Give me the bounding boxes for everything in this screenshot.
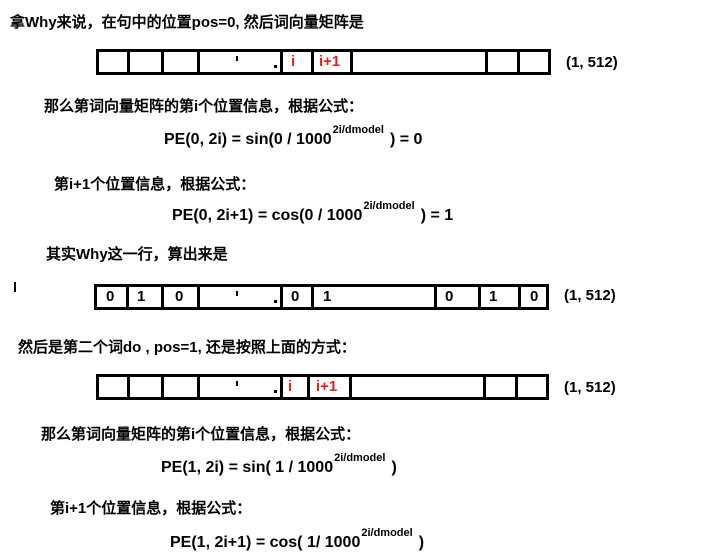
vector-value: 1 <box>323 288 332 305</box>
desc-even-position: 那么第词向量矩阵的第i个位置信息，根据公式： <box>44 98 364 115</box>
result-intro-text: 其实Why这一行，算出来是 <box>46 246 228 263</box>
formula-pe-0-2i: PE(0, 2i) = sin(0 / 10002i/dmodel) = 0 <box>164 124 423 148</box>
desc-odd-position-2: 第i+1个位置信息，根据公式： <box>50 500 252 517</box>
formula-exponent: 2i/dmodel <box>363 200 415 212</box>
cell-i1-label: i+1 <box>316 378 338 395</box>
cell-i-label: i <box>291 53 296 70</box>
stray-mark <box>14 282 16 292</box>
intro-text-pos1: 然后是第二个词do , pos=1, 还是按照上面的方式： <box>18 339 356 356</box>
word-vector-why-values: 0 1 0 0 1 0 1 0 <box>94 284 549 310</box>
word-vector-do: i i+1 <box>96 374 549 400</box>
vector-shape-label: (1, 512) <box>564 379 616 396</box>
desc-even-position-2: 那么第词向量矩阵的第i个位置信息，根据公式： <box>41 426 361 443</box>
formula-exponent: 2i/dmodel <box>361 527 413 539</box>
formula-exponent: 2i/dmodel <box>332 124 384 136</box>
cell-i1-label: i+1 <box>319 53 341 70</box>
vector-value: 1 <box>137 288 146 305</box>
vector-shape-label: (1, 512) <box>566 54 618 71</box>
vector-value: 0 <box>175 288 184 305</box>
vector-value: 0 <box>530 288 539 305</box>
formula-pe-1-2i: PE(1, 2i) = sin( 1 / 10002i/dmodel) <box>161 452 397 476</box>
formula-pe-1-2i1: PE(1, 2i+1) = cos( 1/ 10002i/dmodel) <box>170 527 425 551</box>
vector-value: 0 <box>291 288 300 305</box>
vector-shape-label: (1, 512) <box>564 287 616 304</box>
vector-value: 1 <box>489 288 498 305</box>
vector-value: 0 <box>445 288 454 305</box>
vector-value: 0 <box>106 288 115 305</box>
intro-text-pos0: 拿Why来说，在句中的位置pos=0, 然后词向量矩阵是 <box>10 14 364 31</box>
cell-i-label: i <box>288 378 293 395</box>
formula-exponent: 2i/dmodel <box>334 452 386 464</box>
desc-odd-position: 第i+1个位置信息，根据公式： <box>54 176 256 193</box>
word-vector-why: i i+1 <box>96 49 551 75</box>
formula-pe-0-2i1: PE(0, 2i+1) = cos(0 / 10002i/dmodel) = 1 <box>172 200 454 224</box>
